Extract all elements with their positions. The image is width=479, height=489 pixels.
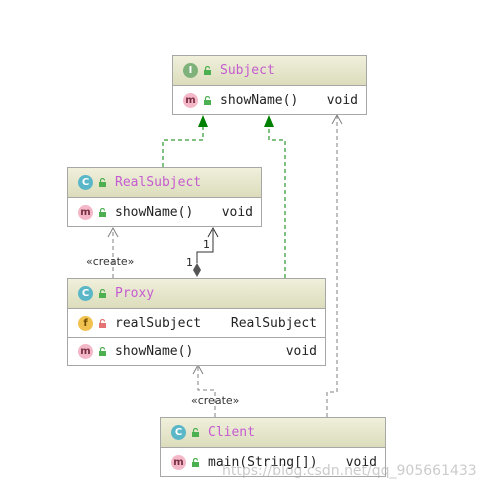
class-name: Subject — [220, 63, 275, 78]
method-row[interactable]: m main(String[]) void — [161, 448, 385, 476]
watermark: https://blog.csdn.net/qq_905661433 — [222, 463, 477, 479]
dependency-arrowhead-client-subject — [331, 113, 343, 125]
public-lock-icon — [204, 66, 211, 75]
public-lock-icon — [99, 207, 106, 217]
method-name: showName() — [115, 204, 194, 220]
class-name: Proxy — [115, 286, 155, 301]
method-row[interactable]: m showName() void — [68, 198, 261, 226]
realization-arrowhead-realsubject — [198, 115, 208, 127]
method-name: showName() — [220, 92, 299, 108]
field-type: RealSubject — [230, 315, 317, 331]
class-name: RealSubject — [115, 175, 202, 190]
dependency-line-client-proxy — [197, 367, 216, 417]
class-proxy-header: C Proxy — [68, 279, 325, 309]
return-type: void — [285, 344, 317, 359]
class-realsubject[interactable]: C RealSubject m showName() void — [67, 167, 262, 227]
class-realsubject-header: C RealSubject — [68, 168, 261, 198]
public-lock-icon — [192, 428, 199, 437]
class-icon: C — [78, 286, 93, 301]
public-lock-icon — [192, 457, 199, 467]
method-icon: m — [78, 204, 93, 220]
realization-line-proxy — [268, 127, 286, 278]
class-icon: C — [171, 425, 186, 440]
multiplicity-target: 1 — [203, 238, 210, 251]
private-lock-icon — [99, 318, 106, 328]
class-client-header: C Client — [161, 418, 385, 448]
realization-line-realsubject — [162, 127, 204, 167]
class-icon: C — [78, 175, 93, 190]
class-name: Client — [208, 425, 255, 440]
class-client[interactable]: C Client m main(String[]) void — [160, 417, 386, 477]
composition-line — [196, 230, 214, 263]
composition-diamond — [193, 263, 201, 277]
public-lock-icon — [99, 178, 106, 187]
field-name: realSubject — [115, 315, 202, 331]
multiplicity-source: 1 — [186, 256, 193, 269]
return-type: void — [326, 92, 358, 108]
method-name: showName() — [115, 344, 194, 359]
interface-icon: I — [183, 63, 198, 78]
create-label-proxy: «create» — [191, 394, 240, 407]
method-icon: m — [78, 344, 93, 359]
dependency-arrowhead-proxy-realsubject — [107, 226, 119, 238]
class-subject[interactable]: I Subject m showName() void — [172, 55, 367, 115]
method-row[interactable]: m showName() void — [173, 86, 366, 114]
method-icon: m — [183, 92, 198, 108]
public-lock-icon — [99, 289, 106, 298]
method-icon: m — [171, 454, 186, 470]
public-lock-icon — [204, 95, 211, 105]
realization-arrowhead-proxy — [264, 115, 274, 127]
return-type: void — [221, 204, 253, 220]
field-icon: f — [78, 315, 93, 331]
public-lock-icon — [99, 347, 106, 356]
class-proxy[interactable]: C Proxy f realSubject RealSubject m show… — [67, 278, 326, 366]
method-row[interactable]: m showName() void — [68, 337, 325, 365]
class-subject-header: I Subject — [173, 56, 366, 86]
return-type: void — [345, 454, 377, 470]
dependency-line-client-subject — [326, 116, 338, 417]
composition-arrowhead — [207, 226, 219, 238]
field-row[interactable]: f realSubject RealSubject — [68, 309, 325, 337]
method-name: main(String[]) — [208, 454, 318, 470]
create-label-realsubject: «create» — [86, 255, 135, 268]
